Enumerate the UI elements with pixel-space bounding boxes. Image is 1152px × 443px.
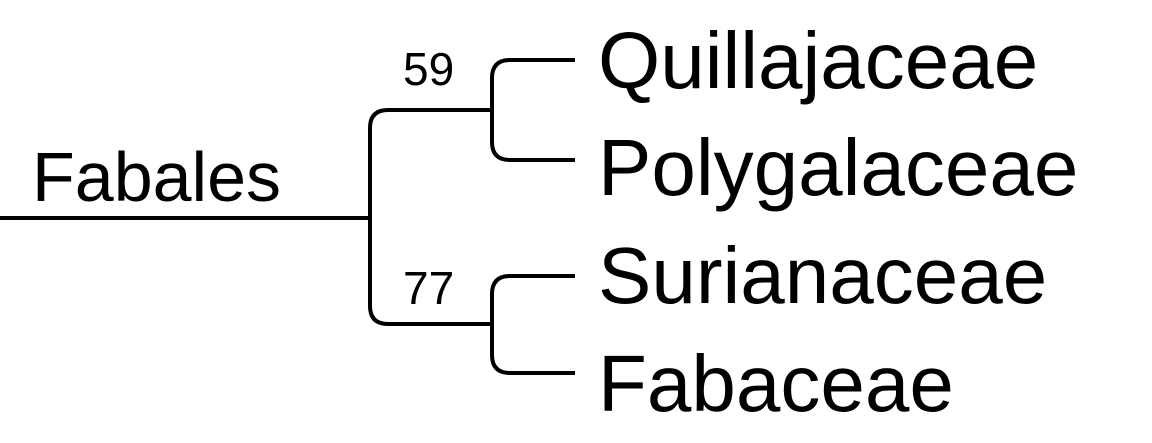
taxon-label-polygalaceae: Polygalaceae (598, 123, 1078, 212)
support-value-clade-2: 77 (403, 262, 454, 314)
support-value-clade-1: 59 (403, 43, 454, 95)
taxon-label-surianaceae: Surianaceae (598, 231, 1047, 320)
taxon-label-quillajaceae: Quillajaceae (598, 16, 1038, 105)
clade-1-branch (490, 58, 575, 162)
clade-2-branch (490, 274, 575, 375)
order-node-branch (368, 108, 492, 326)
order-label: Fabales (32, 138, 281, 216)
taxon-label-fabaceae: Fabaceae (598, 339, 954, 428)
